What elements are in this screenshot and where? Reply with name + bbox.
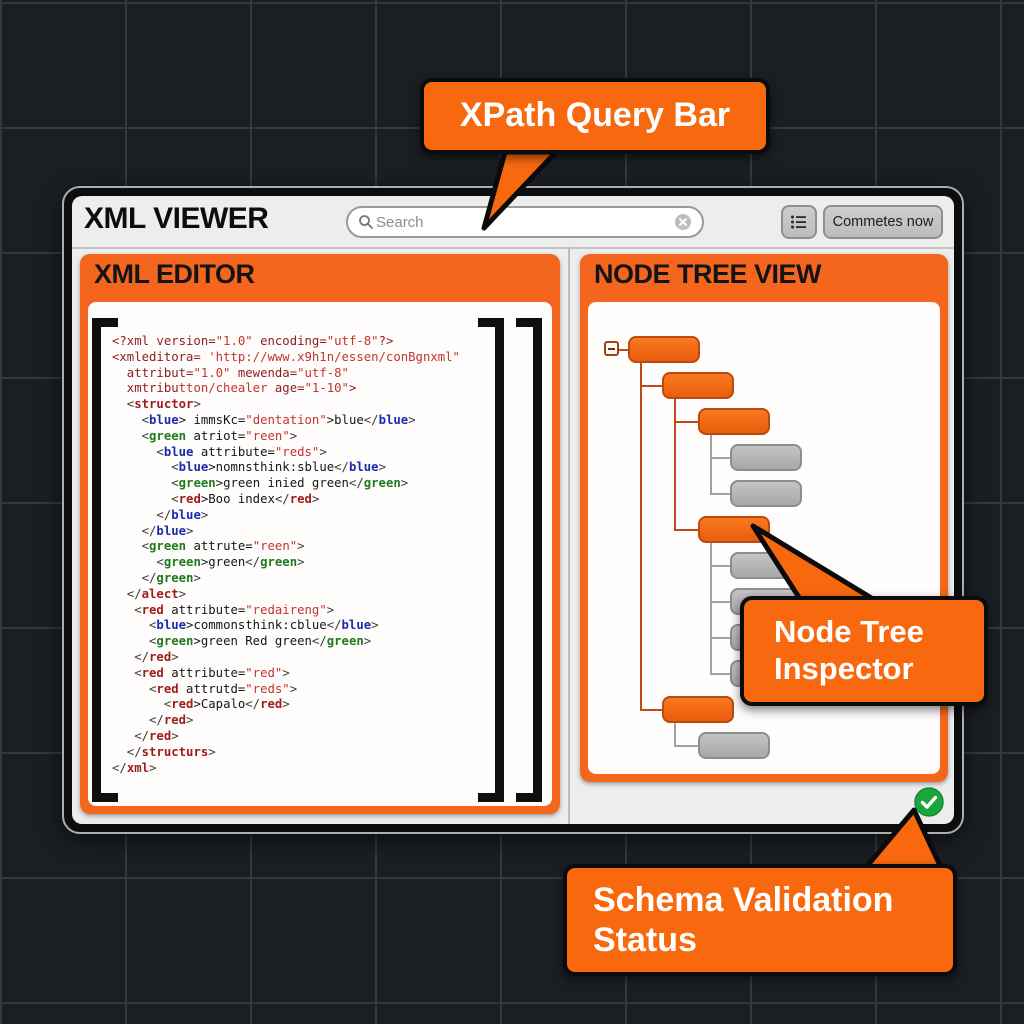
window-body: XML VIEWER <box>72 196 954 824</box>
code-line[interactable]: <blue> immsKc="dentation">blue</blue> <box>112 412 416 427</box>
tree-connector-line <box>640 363 642 710</box>
tree-connector-line <box>710 456 730 459</box>
tree-connector-line <box>710 543 712 674</box>
tree-connector-line <box>674 723 676 746</box>
inspector-callout-line2: Inspector <box>774 651 914 686</box>
code-line[interactable]: </blue> <box>112 523 194 538</box>
code-line[interactable]: xmtributton/chealer age="1-10"> <box>112 381 357 396</box>
code-line[interactable]: <green attrute="reen"> <box>112 539 305 554</box>
window-header: XML VIEWER <box>72 196 954 249</box>
tree-node-inspected[interactable] <box>698 516 770 543</box>
code-line[interactable]: <xmleditora= 'http://www.x9h1n/essen/con… <box>112 349 460 364</box>
search-icon <box>359 215 373 229</box>
code-line[interactable]: <green>green Red green</green> <box>112 634 372 649</box>
inspector-callout-line1: Node Tree <box>774 614 924 649</box>
code-line[interactable]: </alect> <box>112 586 187 601</box>
code-line[interactable]: <red attribute="red"> <box>112 665 290 680</box>
tree-connector-line <box>674 744 698 747</box>
tree-node[interactable] <box>730 480 802 507</box>
open-bracket-graphic <box>92 318 118 802</box>
tree-connector-line <box>674 399 676 530</box>
panel-divider <box>568 247 570 824</box>
xpath-query-bar-callout: XPath Query Bar <box>420 78 770 154</box>
tree-node[interactable] <box>662 372 734 399</box>
code-line[interactable]: <red attribute="redaireng"> <box>112 602 335 617</box>
code-line[interactable]: </structurs> <box>112 744 216 759</box>
code-line[interactable]: <green>green inied green</green> <box>112 476 409 491</box>
close-bracket-graphic <box>516 318 542 802</box>
code-line[interactable]: </red> <box>112 713 194 728</box>
code-line[interactable]: </red> <box>112 728 179 743</box>
tree-node[interactable] <box>662 696 734 723</box>
tree-connector-line <box>674 528 698 531</box>
code-line[interactable]: attribut="1.0" mewenda="utf-8" <box>112 365 349 380</box>
schema-validation-status-callout: Schema Validation Status <box>563 864 957 976</box>
app-window: XML VIEWER <box>62 186 964 834</box>
code-line[interactable]: <?xml version="1.0" encoding="utf-8"?> <box>112 334 394 348</box>
xpath-callout-label: XPath Query Bar <box>459 96 731 134</box>
tree-node[interactable] <box>698 408 770 435</box>
code-line[interactable]: </red> <box>112 649 179 664</box>
code-line[interactable]: <blue>nomnsthink:sblue</blue> <box>112 460 386 475</box>
collapse-expander-icon[interactable] <box>604 341 619 356</box>
tree-connector-line <box>619 348 628 351</box>
list-icon <box>791 215 806 229</box>
commetes-now-button[interactable]: Commetes now <box>823 205 943 239</box>
code-line[interactable]: </xml> <box>112 760 157 775</box>
list-view-button[interactable] <box>781 205 817 239</box>
xml-editor-title: XML EDITOR <box>94 259 255 289</box>
tree-node[interactable] <box>730 552 802 579</box>
app-title: XML VIEWER <box>84 202 269 235</box>
tree-node[interactable] <box>628 336 700 363</box>
commetes-now-label: Commetes now <box>832 214 934 230</box>
xml-editor-content[interactable]: <?xml version="1.0" encoding="utf-8"?><x… <box>88 302 552 806</box>
code-line[interactable]: <red>Boo index</red> <box>112 491 320 506</box>
code-line[interactable]: </green> <box>112 570 201 585</box>
xml-editor-panel: XML EDITOR <?xml version="1.0" encoding=… <box>80 254 560 814</box>
code-line[interactable]: <green>green</green> <box>112 555 305 570</box>
xml-code-block[interactable]: <?xml version="1.0" encoding="utf-8"?><x… <box>112 334 460 776</box>
code-line[interactable]: <blue>commonsthink:cblue</blue> <box>112 618 379 633</box>
search-bar[interactable] <box>346 206 704 238</box>
code-line[interactable]: <red attrutd="reds"> <box>112 681 298 696</box>
tree-connector-line <box>710 600 730 603</box>
clear-search-icon[interactable] <box>674 213 692 231</box>
schema-valid-check-icon <box>914 787 944 817</box>
code-line[interactable]: <green atriot="reen"> <box>112 428 298 443</box>
code-line[interactable]: <structor> <box>112 397 201 412</box>
search-input[interactable] <box>374 212 674 232</box>
tree-node[interactable] <box>730 444 802 471</box>
close-bracket-graphic <box>478 318 504 802</box>
tree-connector-line <box>674 420 698 423</box>
node-tree-title: NODE TREE VIEW <box>594 259 822 289</box>
tree-connector-line <box>710 564 730 567</box>
code-line[interactable]: <red>Capalo</red> <box>112 697 290 712</box>
schema-callout-line1: Schema Validation <box>593 881 894 919</box>
tree-connector-line <box>710 492 730 495</box>
tree-connector-line <box>710 435 712 494</box>
schema-callout-line2: Status <box>593 921 697 959</box>
tree-node[interactable] <box>698 732 770 759</box>
tree-connector-line <box>640 384 662 387</box>
tree-connector-line <box>710 672 730 675</box>
tree-connector-line <box>710 636 730 639</box>
code-line[interactable]: </blue> <box>112 507 209 522</box>
tree-connector-line <box>640 708 662 711</box>
code-line[interactable]: <blue attribute="reds"> <box>112 444 327 459</box>
node-tree-inspector-callout: Node Tree Inspector <box>740 596 988 706</box>
